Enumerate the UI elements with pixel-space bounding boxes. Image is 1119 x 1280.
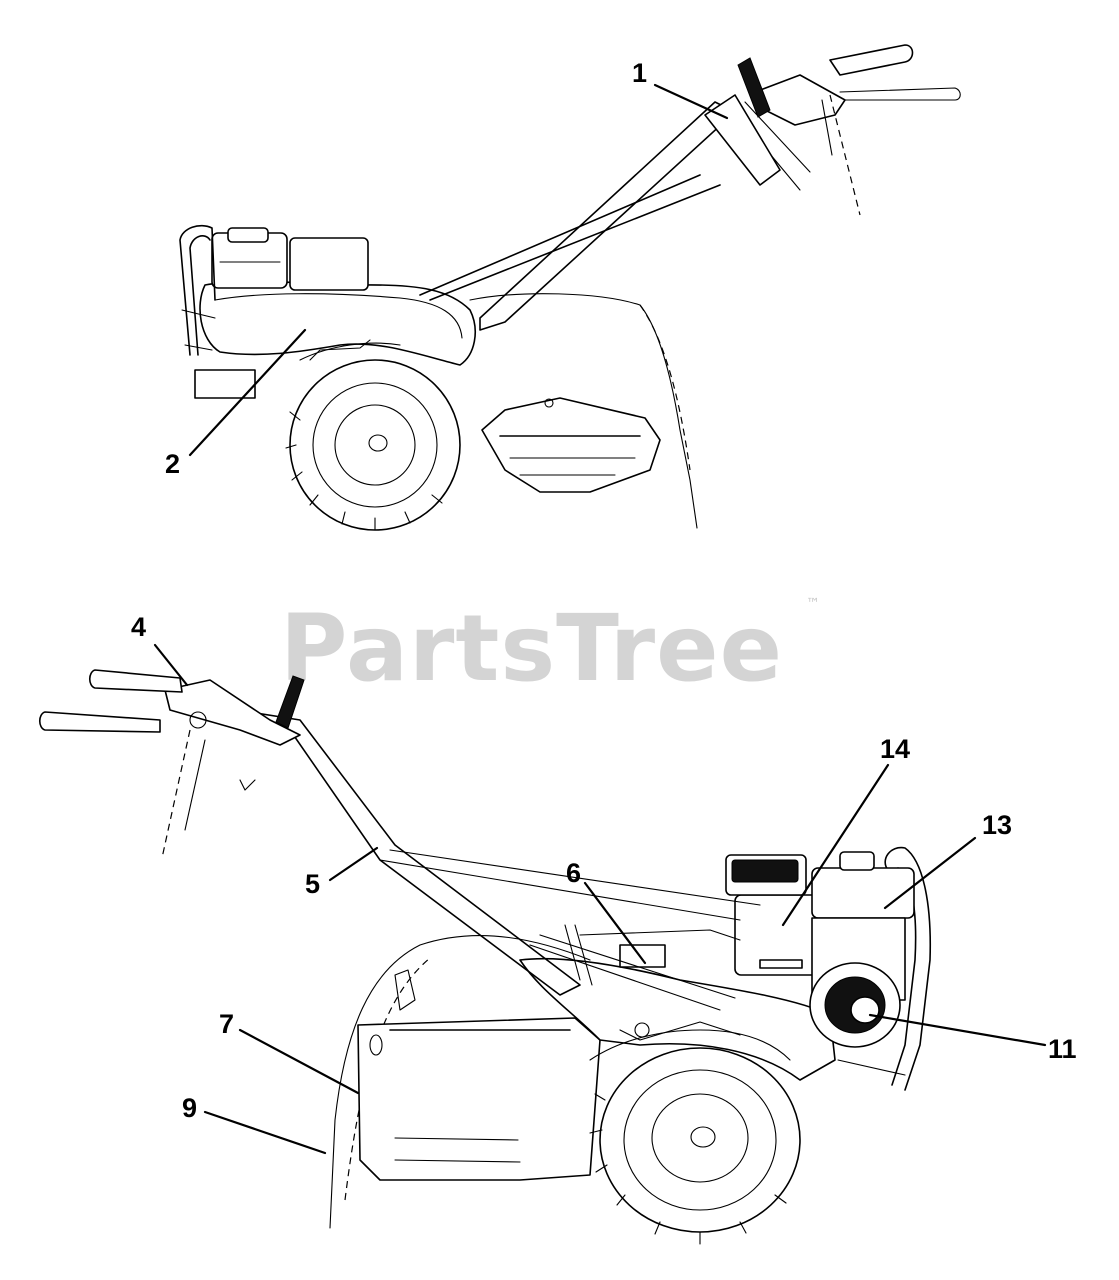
callout-13: 13 (982, 810, 1012, 840)
leader-4 (153, 643, 189, 687)
leader-1 (653, 83, 729, 120)
leader-7 (238, 1028, 360, 1095)
callout-6: 6 (566, 858, 581, 888)
callout-11: 11 (1048, 1034, 1077, 1064)
callout-1: 1 (632, 58, 647, 88)
leader-2 (188, 328, 307, 457)
leader-6 (583, 881, 647, 965)
callout-4: 4 (131, 612, 146, 642)
tiller-right-view (38, 669, 932, 1245)
callout-7: 7 (219, 1009, 234, 1039)
callout-2: 2 (165, 449, 180, 479)
callout-14: 14 (880, 734, 910, 764)
watermark-text: PartsTree (280, 595, 783, 702)
leader-13 (883, 836, 977, 910)
leader-5 (328, 846, 379, 882)
tiller-left-view (179, 44, 961, 531)
leader-14 (781, 763, 890, 927)
callout-9: 9 (182, 1093, 197, 1123)
leader-9 (203, 1110, 327, 1155)
callout-5: 5 (305, 869, 320, 899)
watermark-trademark: ™ (806, 596, 820, 612)
leader-11 (868, 1013, 1047, 1047)
callout-labels: 1 2 4 5 6 7 9 11 13 14 (131, 58, 1077, 1123)
callout-leaders (153, 83, 1047, 1155)
